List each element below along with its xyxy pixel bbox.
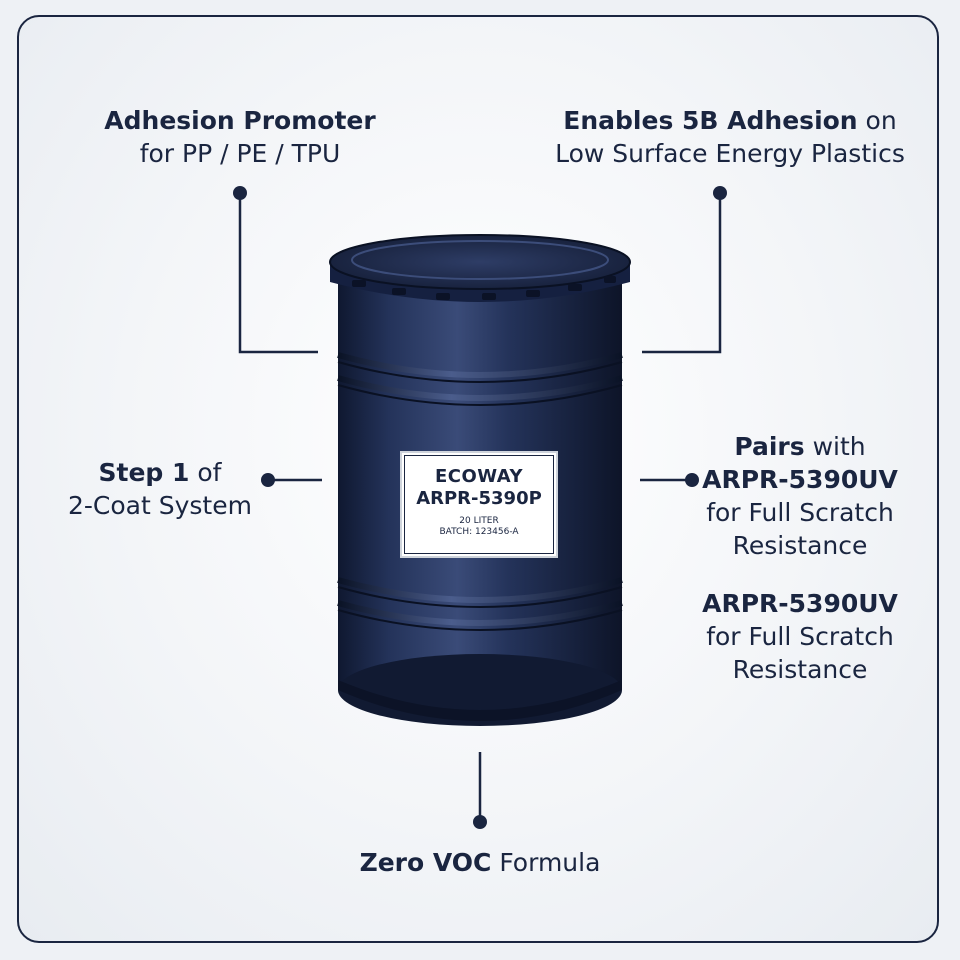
callout-adhesion-promoter: Adhesion Promoter for PP / PE / TPU <box>60 104 420 170</box>
drum-label-brand: ECOWAY <box>434 466 524 487</box>
callout-pairs-with: Pairs with ARPR-5390UV for Full Scratch … <box>660 430 940 562</box>
drum-label: ECOWAY ARPR-5390P 20 LITER BATCH: 123456… <box>400 451 558 558</box>
callout-bold: Pairs <box>734 432 805 461</box>
callout-line: Resistance <box>732 531 868 560</box>
callout-line: for PP / PE / TPU <box>139 139 341 168</box>
callout-line: Low Surface Energy Plastics <box>555 139 905 168</box>
callout-line: Resistance <box>732 655 868 684</box>
callout-line: for Full Scratch <box>706 498 894 527</box>
callout-step-1: Step 1 of 2-Coat System <box>40 456 280 522</box>
callout-tail: of <box>189 458 222 487</box>
callout-bold: Adhesion Promoter <box>104 106 376 135</box>
connector-lines <box>238 193 722 822</box>
callout-product: ARPR-5390UV <box>702 465 898 494</box>
callout-tail: with <box>804 432 866 461</box>
drum-label-model: ARPR-5390P <box>416 488 542 509</box>
callout-line: 2-Coat System <box>68 491 252 520</box>
callout-product: ARPR-5390UV <box>702 589 898 618</box>
connector-dots <box>233 186 727 829</box>
callout-bold: Enables 5B Adhesion <box>563 106 858 135</box>
callout-bold: Zero VOC <box>359 848 492 877</box>
drum-label-batch: BATCH: 123456-A <box>439 527 519 537</box>
callout-5b-adhesion: Enables 5B Adhesion on Low Surface Energ… <box>520 104 940 170</box>
callout-bold: Step 1 <box>98 458 190 487</box>
drum-label-volume: 20 LITER <box>459 516 499 526</box>
callout-tail: on <box>857 106 897 135</box>
callout-zero-voc: Zero VOC Formula <box>280 846 680 879</box>
callout-scratch-resistance: ARPR-5390UV for Full Scratch Resistance <box>660 587 940 686</box>
callout-line: for Full Scratch <box>706 622 894 651</box>
callout-tail: Formula <box>491 848 601 877</box>
